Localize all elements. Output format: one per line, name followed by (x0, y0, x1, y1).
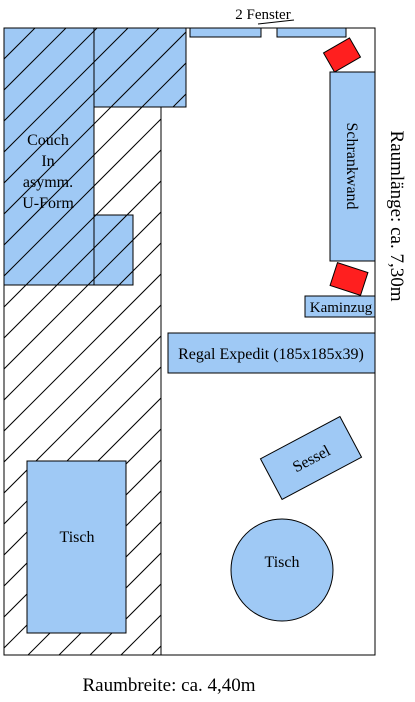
table-left-label: Tisch (60, 529, 95, 546)
hatch-line (4, 397, 161, 556)
schrankwand: Schrankwand (329, 71, 376, 262)
hatch-line (4, 28, 160, 285)
regal-expedit-shape (167, 332, 376, 374)
ofen-bottom (329, 262, 369, 296)
schrankwand-label: Schrankwand (343, 122, 360, 209)
hatch-line (4, 28, 129, 285)
hatch-line (27, 521, 161, 655)
hatch-line (4, 118, 161, 277)
table-round-shape (230, 518, 334, 622)
table-left: Tisch (26, 460, 127, 634)
regal-expedit-label: Regal Expedit (185x185x39) (178, 346, 364, 363)
hatch-line (400, 28, 415, 655)
raumlaenge-label: Raumlänge: ca. 7,30m (386, 131, 407, 302)
table-left-shape (26, 460, 127, 634)
hatch-line (4, 242, 161, 401)
hatch-line (4, 211, 161, 370)
couch-main-segment (3, 27, 95, 286)
window-right (276, 27, 347, 38)
ofen-top (322, 37, 362, 73)
kaminzug-label: Kaminzug (310, 300, 373, 316)
sessel: Sessel (259, 415, 363, 501)
kaminzug: Kaminzug (304, 295, 376, 318)
hatch-line (4, 28, 5, 29)
hatch-line (369, 28, 415, 655)
hatch-line (4, 87, 161, 246)
raumbreite-label: Raumbreite: ca. 4,40m (82, 675, 255, 696)
fenster-pointer-line (257, 19, 295, 25)
hatch-line (4, 304, 161, 463)
couch-label-line3: asymm. (23, 174, 73, 191)
schrankwand-shape (329, 71, 376, 262)
table-round-label: Tisch (265, 554, 300, 571)
couch-label-line1: Couch (27, 132, 69, 149)
kaminzug-shape (304, 295, 376, 318)
hatch-line (4, 28, 5, 285)
hatch-line (4, 335, 161, 494)
hatch-line (369, 28, 415, 655)
couch-label-line4: U-Form (22, 195, 74, 212)
hatch-line (4, 28, 186, 285)
hatch-line (4, 273, 161, 432)
hatch-line (400, 28, 415, 655)
window-left (189, 27, 262, 38)
couch-label-line2: In (41, 153, 54, 170)
regal-expedit: Regal Expedit (185x185x39) (167, 332, 376, 374)
table-round: Tisch (230, 518, 334, 622)
sessel-shape (259, 415, 363, 501)
fenster-label: 2 Fenster (235, 7, 290, 23)
couch-top-right-segment (92, 27, 187, 108)
